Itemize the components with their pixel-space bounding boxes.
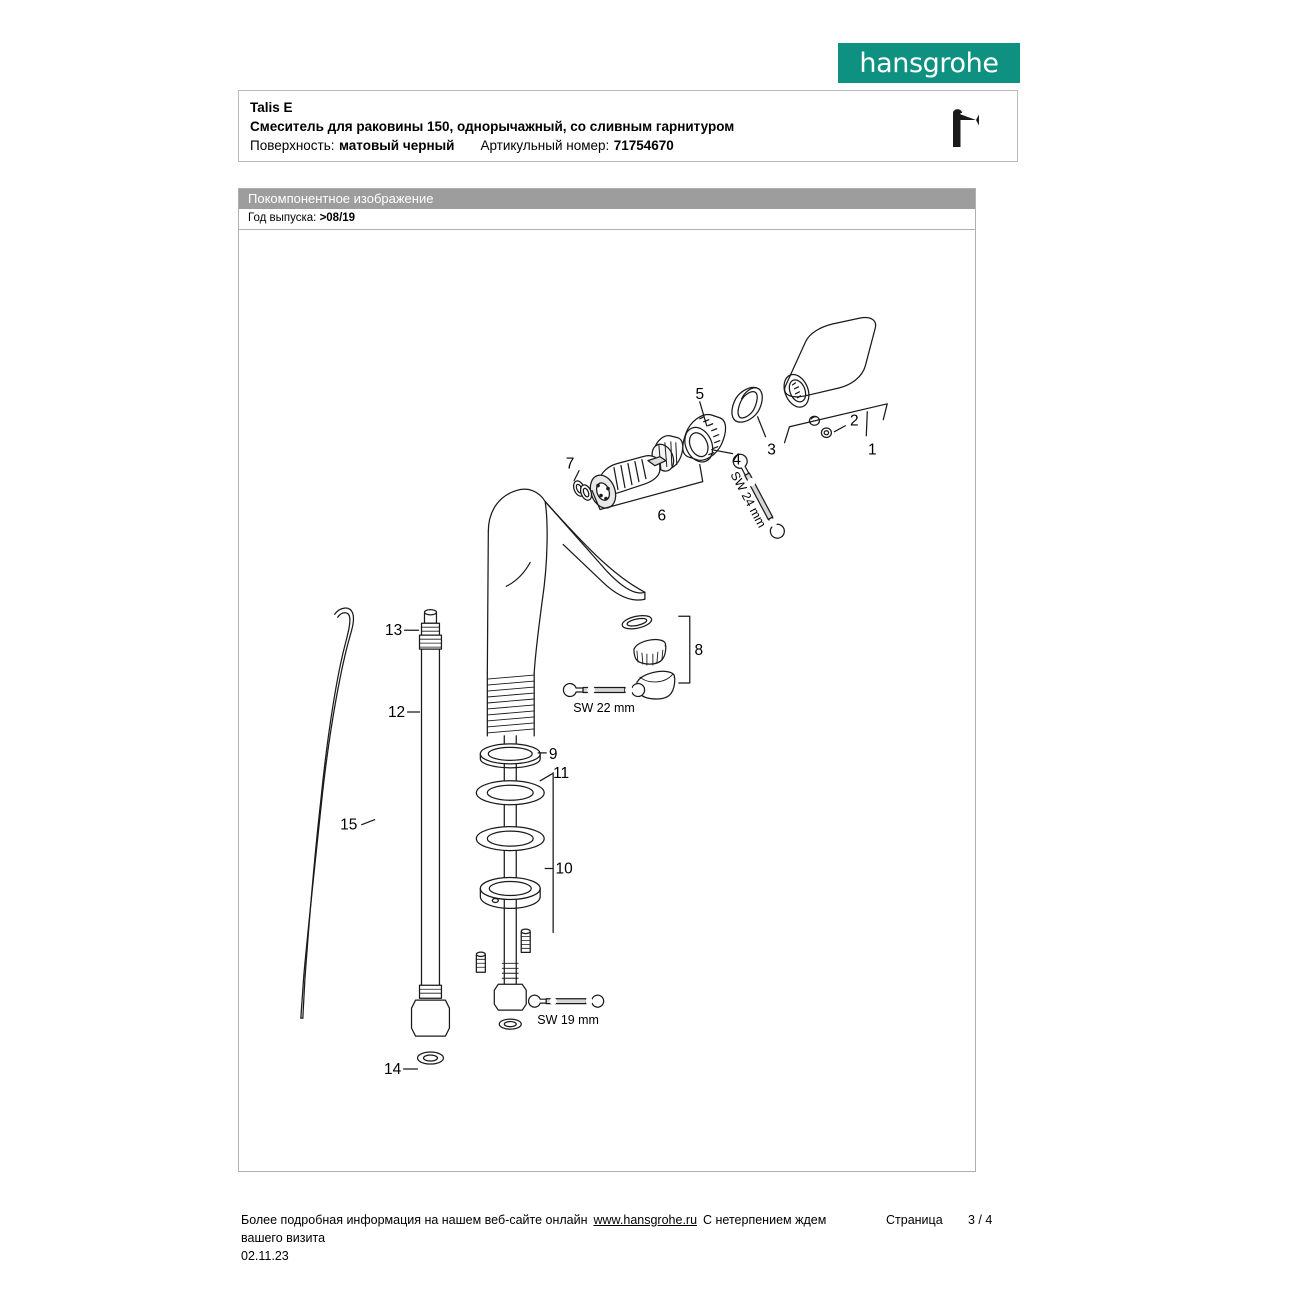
leader-item-7	[573, 470, 580, 482]
callout-13: 13	[385, 622, 402, 639]
tool-label-sw22: SW 22 mm	[573, 701, 635, 715]
product-attributes-line: Поверхность: матовый черный Артикульный н…	[250, 136, 734, 155]
section-header-bar: Покомпонентное изображение	[239, 189, 975, 209]
callout-12: 12	[388, 704, 405, 721]
article-number: 71754670	[613, 138, 674, 153]
part-faucet-body	[486, 488, 646, 991]
part-washer-9	[479, 743, 541, 769]
callout-5: 5	[695, 386, 704, 403]
callout-6: 6	[658, 507, 667, 524]
footer-info-text: Более подробная информация на нашем веб-…	[241, 1213, 588, 1227]
part-cap-nut	[682, 413, 727, 463]
callout-15: 15	[340, 817, 357, 834]
callout-10: 10	[556, 861, 573, 878]
footer-welcome-text2: вашего визита	[241, 1231, 326, 1245]
footer-date: 02.11.23	[241, 1249, 289, 1263]
surface-value: матовый черный	[338, 138, 455, 153]
leader-item-3	[756, 416, 767, 438]
part-pull-rod	[300, 607, 355, 1019]
leader-item-5	[699, 401, 708, 427]
part-center-connector	[493, 962, 527, 1030]
callout-3: 3	[767, 442, 776, 459]
callout-8: 8	[694, 642, 703, 659]
wrench-sw24	[732, 453, 785, 539]
callout-1: 1	[868, 442, 877, 459]
year-value: >08/19	[319, 212, 356, 224]
article-label: Артикульный номер:	[480, 138, 610, 153]
callout-11: 11	[553, 765, 569, 782]
exploded-diagram-svg: 1 2 3 4 5 6 7 8 9 10 11 12 13 14 15 SW 2…	[300, 316, 888, 1078]
bracket-item-10	[544, 772, 554, 933]
callout-2: 2	[850, 413, 859, 430]
page-footer: Более подробная информация на нашем веб-…	[241, 1211, 1031, 1265]
bracket-item-1	[783, 403, 888, 444]
leader-item-4	[711, 449, 734, 455]
logo-text: hansgrohe	[859, 47, 999, 79]
footer-info-row: Более подробная информация на нашем веб-…	[241, 1211, 1031, 1229]
leader-item-15	[361, 819, 376, 826]
hansgrohe-logo: hansgrohe	[838, 43, 1020, 83]
tool-label-sw19: SW 19 mm	[537, 1013, 599, 1027]
product-description-line: Смеситель для раковины 150, однорычажный…	[250, 117, 734, 136]
product-model-line: Talis E	[250, 98, 734, 117]
part-aerator-set	[621, 614, 676, 700]
part-set-screw-and-plug	[808, 415, 833, 439]
callout-14: 14	[384, 1061, 402, 1078]
callout-7: 7	[566, 456, 575, 473]
year-label: Год выпуска:	[248, 212, 317, 224]
product-title-box: Talis E Смеситель для раковины 150, одно…	[238, 90, 1018, 162]
part-washer-11b	[475, 826, 545, 852]
product-model: Talis E	[250, 100, 293, 115]
wrench-sw19	[528, 994, 605, 1008]
product-description: Смеситель для раковины 150, однорычажный…	[250, 119, 735, 134]
callout-4: 4	[732, 452, 741, 469]
leader-item-11	[539, 773, 553, 782]
bracket-item-8	[678, 615, 691, 684]
leader-item-1	[865, 411, 868, 437]
callout-9: 9	[549, 746, 558, 763]
surface-label: Поверхность:	[250, 138, 335, 153]
year-row: Год выпуска: >08/19	[239, 209, 975, 230]
part-o-rings	[572, 480, 593, 501]
part-mounting-screws	[475, 928, 531, 973]
footer-page-number: 3 / 4	[968, 1213, 993, 1227]
part-handle-sleeve	[783, 316, 877, 408]
exploded-diagram: 1 2 3 4 5 6 7 8 9 10 11 12 13 14 15 SW 2…	[239, 230, 975, 1171]
footer-page-label: Страница	[886, 1213, 943, 1227]
part-flex-hose	[410, 609, 451, 1065]
title-lines: Talis E Смеситель для раковины 150, одно…	[250, 98, 734, 155]
part-washer-11a	[475, 780, 545, 806]
part-base-gasket-10	[479, 876, 541, 910]
footer-welcome-text: С нетерпением ждем	[703, 1213, 827, 1227]
exploded-view-section: Покомпонентное изображение Год выпуска: …	[238, 188, 976, 1172]
bracket-item-6	[591, 464, 704, 511]
faucet-icon	[953, 109, 979, 147]
wrench-sw22	[562, 682, 646, 698]
section-title: Покомпонентное изображение	[248, 191, 434, 206]
leader-item-2	[833, 425, 846, 433]
footer-website-link[interactable]: www.hansgrohe.ru	[593, 1213, 698, 1227]
part-collar-ring	[731, 386, 763, 423]
year-of-issue: Год выпуска: >08/19	[248, 212, 355, 224]
